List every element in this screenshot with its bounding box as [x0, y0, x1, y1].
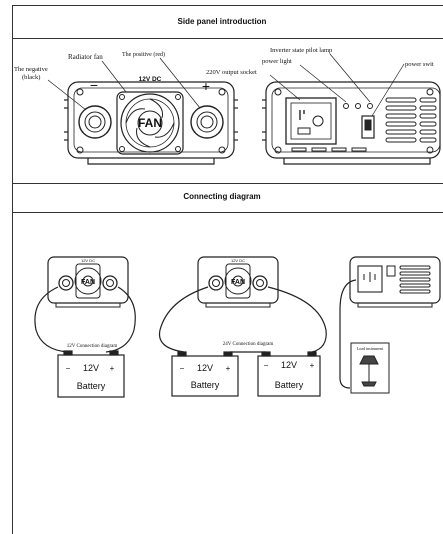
minus-symbol: −	[90, 77, 98, 93]
label-output-socket: 220V output socket	[206, 69, 257, 76]
label-negative-color: (black)	[22, 74, 40, 81]
connecting-title: Connecting diagram	[183, 192, 261, 201]
negative-terminal	[78, 105, 112, 139]
label-inverter-lamp: Inverter state pilot lamp	[270, 47, 332, 54]
vent-slots	[274, 88, 437, 154]
inverter-12v-unit	[47, 256, 129, 308]
battery-12v-plus: +	[110, 364, 115, 373]
side-panel-divider	[12, 38, 443, 39]
inverter-24v-unit	[197, 256, 279, 308]
positive-terminal	[190, 105, 224, 139]
label-power-light: power light	[262, 58, 292, 65]
section-divider	[12, 183, 443, 184]
top-rule	[12, 5, 443, 6]
socket-side-panel	[262, 81, 441, 165]
battery-12v	[57, 350, 125, 398]
radiator-fan	[116, 91, 184, 155]
voltage-text-24v: 12V DC	[231, 258, 245, 263]
battery-12v-label: Battery	[77, 381, 106, 391]
fan-text-12v: FAN	[81, 279, 95, 286]
battery-24v-a	[171, 351, 239, 397]
battery-12v-minus: −	[66, 364, 71, 373]
battery-24v-b-plus: +	[310, 361, 315, 370]
load-instrument	[350, 342, 390, 394]
load-label: Load instrument	[357, 346, 384, 351]
pilot-lamps	[343, 103, 373, 109]
inverter-output-unit	[349, 256, 441, 308]
power-switch	[361, 115, 375, 139]
battery-24v-b-label: Battery	[275, 380, 304, 390]
battery-24v-a-voltage: 12V	[197, 363, 213, 373]
fan-text: FAN	[138, 116, 162, 130]
left-border	[12, 5, 13, 534]
cable-12v-negative	[34, 286, 69, 353]
cable-12v-positive	[105, 286, 136, 353]
label-positive: The positive (red)	[122, 51, 165, 58]
label-negative: The negative	[14, 66, 48, 73]
cable-24v-positive	[267, 286, 327, 353]
conn-24v-label: 24V Connection diagram	[223, 342, 274, 347]
battery-24v-b-voltage: 12V	[281, 360, 297, 370]
battery-24v-b	[257, 351, 321, 397]
cable-24v-negative	[158, 286, 209, 353]
label-power-switch: power swit	[405, 61, 434, 68]
panel-voltage-text: 12V DC	[139, 76, 162, 83]
connecting-divider	[12, 212, 443, 213]
fan-text-24v: FAN	[231, 279, 245, 286]
panel-screws	[76, 88, 226, 154]
load-cable	[339, 279, 357, 389]
voltage-text-12v: 12V DC	[81, 258, 95, 263]
battery-24v-b-minus: −	[264, 361, 269, 370]
battery-24v-a-label: Battery	[191, 380, 220, 390]
battery-24v-a-minus: −	[180, 364, 185, 373]
conn-12v-label: 12V Connection diagram	[67, 344, 118, 349]
plus-symbol: +	[202, 78, 210, 94]
ac-output-socket	[285, 97, 337, 145]
label-radiator-fan: Radiator fan	[68, 53, 103, 61]
battery-24v-a-plus: +	[226, 364, 231, 373]
fan-side-panel	[64, 81, 238, 165]
battery-12v-voltage: 12V	[83, 363, 99, 373]
side-panel-title: Side panel introduction	[177, 17, 267, 26]
